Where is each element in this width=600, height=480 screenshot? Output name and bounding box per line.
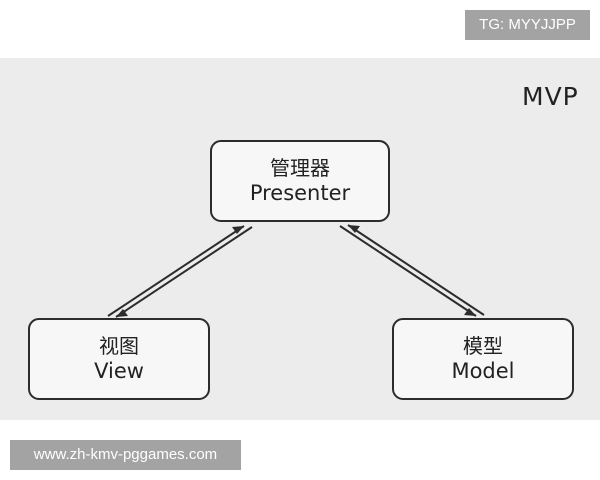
model-presenter-connector — [339, 224, 485, 317]
bottom-watermark-badge: www.zh-kmv-pggames.com — [10, 440, 241, 470]
model-english-label: Model — [451, 359, 515, 383]
arrowhead-icon — [348, 225, 360, 233]
presenter-node: 管理器 Presenter — [210, 140, 390, 222]
view-chinese-label: 视图 — [99, 334, 139, 358]
arrowhead-icon — [116, 309, 128, 317]
view-presenter-connector — [107, 225, 253, 318]
top-watermark-badge: TG: MYYJJPP — [465, 10, 590, 40]
arrowhead-icon — [464, 308, 476, 316]
presenter-chinese-label: 管理器 — [270, 156, 330, 180]
presenter-english-label: Presenter — [249, 181, 351, 205]
view-english-label: View — [94, 359, 144, 383]
diagram-title: MVP — [522, 82, 579, 111]
view-node: 视图 View — [28, 318, 210, 400]
model-node: 模型 Model — [392, 318, 574, 400]
arrowhead-icon — [232, 226, 244, 234]
model-chinese-label: 模型 — [463, 334, 503, 358]
